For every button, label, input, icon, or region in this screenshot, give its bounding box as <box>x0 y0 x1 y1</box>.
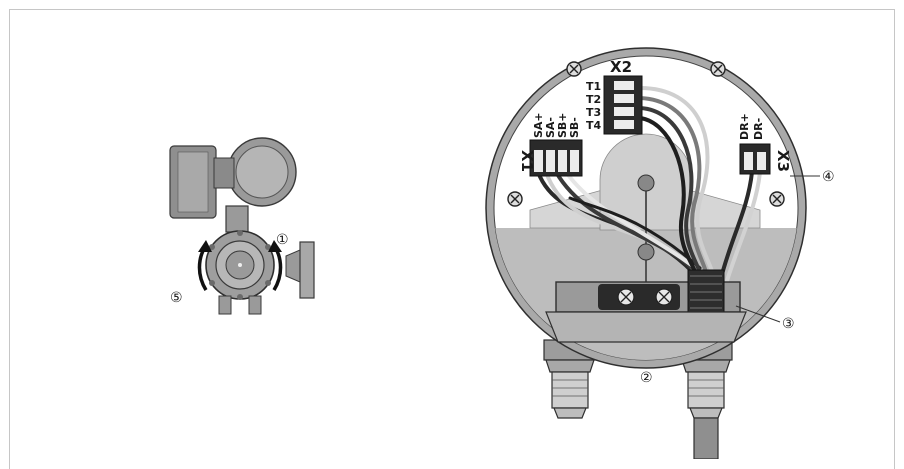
x2-pin-4-slot <box>614 120 634 129</box>
clamp-screws <box>617 288 673 306</box>
x1-pin-sb-minus: SB- <box>568 117 581 138</box>
terminal-block-x2 <box>603 75 643 135</box>
callout-1: ① <box>276 232 289 248</box>
terminal-x2-label: X2 <box>610 58 632 76</box>
x1-pin-2-slot <box>546 150 555 172</box>
device-overview: ① ⑤ <box>169 137 315 315</box>
callout-5: ⑤ <box>170 290 183 306</box>
x3-pin-dr-minus: DR- <box>752 118 765 140</box>
device-display-window <box>235 145 289 199</box>
x1-pin-3-slot <box>558 150 567 172</box>
small-gland-right <box>248 295 262 315</box>
x1-pin-4-slot <box>570 150 579 172</box>
figure-frame <box>9 9 895 469</box>
rotate-arrowhead-left <box>198 240 212 252</box>
mounting-bracket-plate <box>299 241 315 299</box>
x1-pin-1-slot <box>534 150 543 172</box>
rod-knob-bottom <box>637 243 655 261</box>
terminal-block-x3 <box>739 143 771 175</box>
wire-bundle <box>536 86 762 288</box>
x2-pin-t3: T3 <box>586 106 601 119</box>
device-neck <box>213 157 235 189</box>
x2-pin-3-slot <box>614 107 634 116</box>
terminal-x3-label: X3 <box>774 150 792 172</box>
x2-pin-2-slot <box>614 94 634 103</box>
wiring-diagram: ① ⑤ <box>169 47 835 459</box>
incoming-cable <box>693 417 719 459</box>
wiring-figure: ① ⑤ <box>9 9 895 469</box>
x1-pin-sa-minus: SA- <box>544 117 557 138</box>
cable-gland-left <box>543 339 597 419</box>
cover-screw-dot <box>238 263 242 267</box>
x3-pin-1-slot <box>744 152 753 170</box>
callout-2: ② <box>640 370 653 386</box>
device-box-face <box>177 151 209 213</box>
x2-pin-1-slot <box>614 81 634 90</box>
housing-skirt <box>545 311 747 343</box>
rod-knob-top <box>637 174 655 192</box>
terminal-compartment: X1 SA+ SA- SB+ SB- X2 T1 T2 T3 T4 <box>485 47 835 459</box>
x3-pin-dr-plus: DR+ <box>738 113 751 140</box>
callout-3-leader <box>735 305 781 323</box>
terminal-x1-label: X1 <box>518 150 536 172</box>
mounting-bracket-arm <box>285 249 301 283</box>
shield-braid-texture <box>690 275 722 309</box>
x2-pin-t2: T2 <box>586 93 601 106</box>
x3-pin-2-slot <box>757 152 766 170</box>
x1-pin-sa-plus: SA+ <box>532 112 545 138</box>
housing-bolts <box>209 230 271 300</box>
callout-4: ④ <box>822 169 835 185</box>
device-stem <box>225 205 249 233</box>
terminal-block-x1 <box>529 139 583 177</box>
x1-pin-sb-plus: SB+ <box>556 112 569 138</box>
x2-pin-t1: T1 <box>586 80 601 93</box>
x2-pin-t4: T4 <box>586 119 602 132</box>
callout-3: ③ <box>782 316 795 332</box>
small-gland-left <box>218 295 232 315</box>
rotate-arrowhead-right <box>268 240 282 252</box>
compartment-screws <box>507 61 785 207</box>
